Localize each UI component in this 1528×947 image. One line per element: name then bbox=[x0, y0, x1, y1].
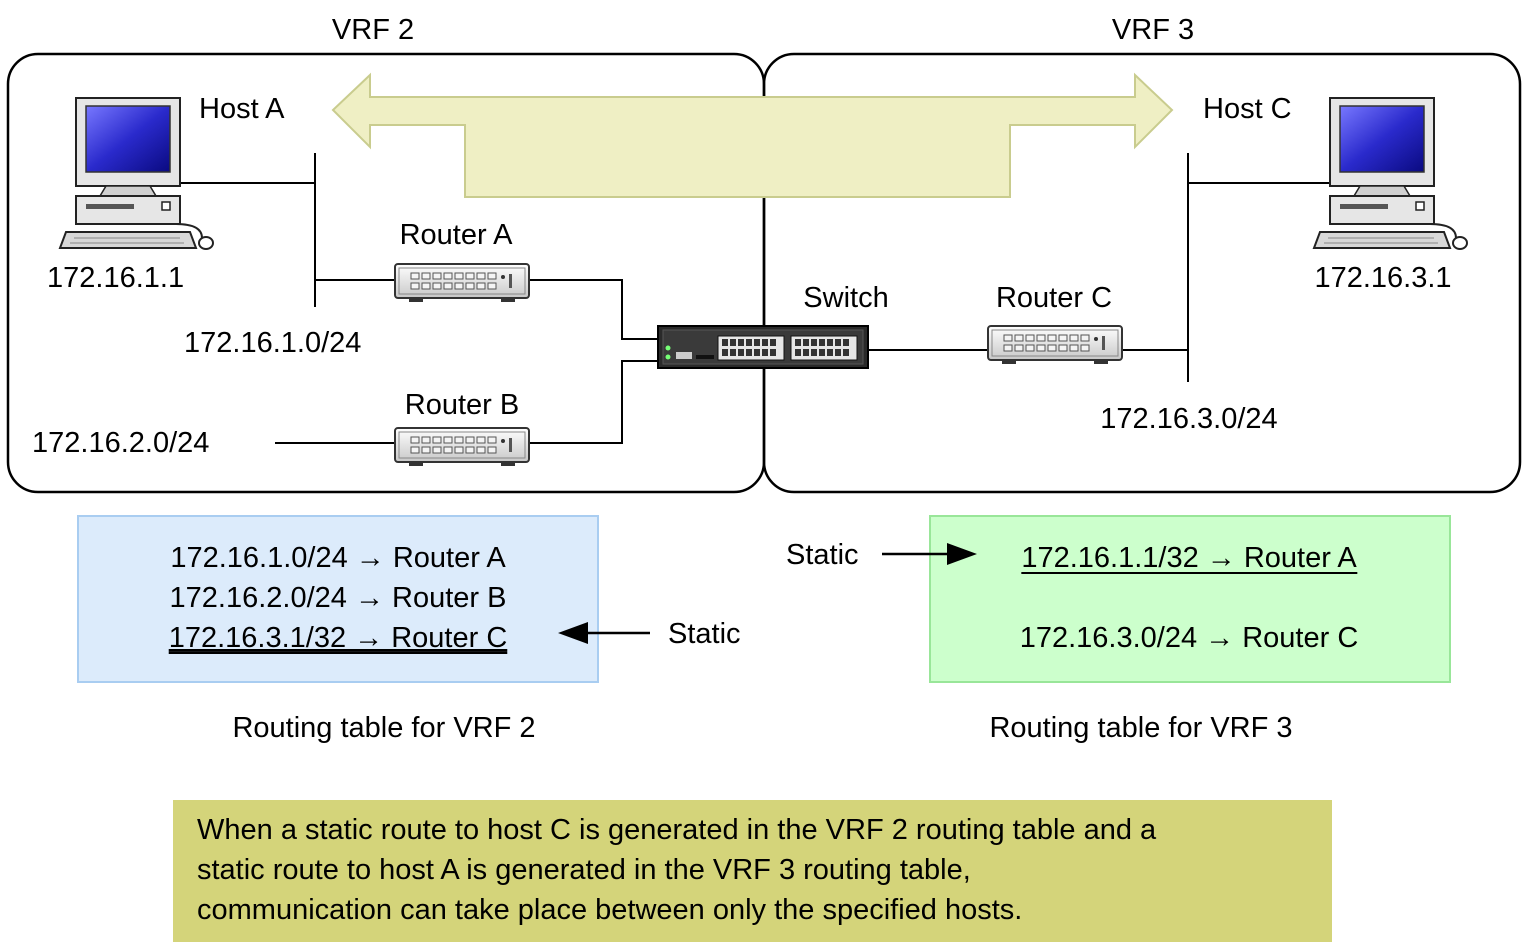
router-c-label: Router C bbox=[996, 282, 1112, 314]
routing-table-vrf2 bbox=[77, 515, 599, 683]
host-a-computer-icon bbox=[59, 97, 214, 250]
vrf2-static-label: Static bbox=[668, 618, 741, 650]
note-line-2: static route to host A is generated in t… bbox=[197, 854, 971, 886]
host-c-computer-icon bbox=[1313, 97, 1468, 250]
router-b-label: Router B bbox=[405, 389, 519, 421]
router-a-icon bbox=[394, 263, 530, 303]
routing-table-vrf3 bbox=[929, 515, 1451, 683]
vrf2-static-arrowhead bbox=[558, 622, 588, 644]
vrf3-table-caption: Routing table for VRF 3 bbox=[989, 712, 1292, 744]
vrf3-wiring bbox=[868, 153, 1330, 382]
vrf2-table-caption: Routing table for VRF 2 bbox=[232, 712, 535, 744]
vrf2-route-1: 172.16.1.0/24 → Router A bbox=[170, 542, 506, 574]
explanation-note: When a static route to host C is generat… bbox=[173, 800, 1332, 942]
router-a-label: Router A bbox=[400, 219, 513, 251]
switch-icon bbox=[657, 325, 869, 369]
router-b-icon bbox=[394, 427, 530, 467]
vrf3-area bbox=[762, 52, 1522, 494]
vrf3-route-2: 172.16.3.0/24 → Router C bbox=[1020, 622, 1359, 654]
vrf3-static-arrowhead bbox=[947, 543, 977, 565]
note-line-1: When a static route to host C is generat… bbox=[197, 814, 1157, 846]
vrf2-route-3-static: 172.16.3.1/32 → Router C bbox=[169, 622, 508, 654]
network-3-label: 172.16.3.0/24 bbox=[1100, 403, 1277, 435]
network-1-label: 172.16.1.0/24 bbox=[184, 327, 361, 359]
host-a-label: Host A bbox=[199, 93, 285, 125]
network-2-label: 172.16.2.0/24 bbox=[32, 427, 209, 459]
vrf2-route-2: 172.16.2.0/24 → Router B bbox=[170, 582, 507, 614]
host-a-ip: 172.16.1.1 bbox=[47, 262, 184, 294]
vrf3-title: VRF 3 bbox=[1112, 14, 1194, 46]
vrf2-wiring bbox=[175, 153, 658, 444]
communication-arrow bbox=[331, 72, 1174, 198]
note-line-3: communication can take place between onl… bbox=[197, 894, 1023, 926]
vrf3-route-1-static: 172.16.1.1/32 → Router A bbox=[1021, 542, 1357, 574]
router-c-icon bbox=[987, 325, 1123, 365]
switch-label: Switch bbox=[803, 282, 888, 314]
vrf2-title: VRF 2 bbox=[332, 14, 414, 46]
vrf3-static-label: Static bbox=[786, 539, 859, 571]
host-c-label: Host C bbox=[1203, 93, 1292, 125]
host-c-ip: 172.16.3.1 bbox=[1314, 262, 1451, 294]
